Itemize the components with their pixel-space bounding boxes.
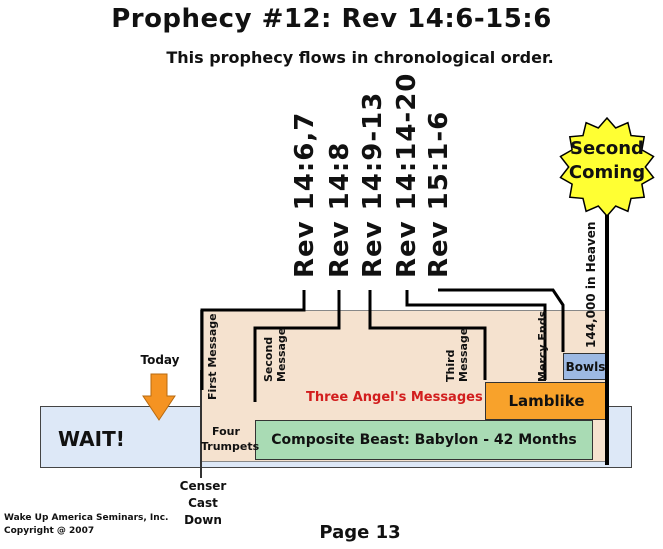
composite-beast-box: Composite Beast: Babylon - 42 Months	[255, 420, 593, 460]
second-coming-line1: Second	[570, 138, 644, 159]
censer-line2: Cast	[188, 496, 218, 510]
censer-line3: Down	[184, 513, 222, 527]
connector-third-message	[368, 290, 487, 380]
second-coming-starburst	[559, 116, 655, 218]
censer-cast-down-label: Censer Cast Down	[176, 478, 230, 529]
page-number: Page 13	[319, 522, 401, 543]
reference-rev-14-8: Rev 14:8	[325, 141, 355, 278]
copyright-footer: Wake Up America Seminars, Inc. Copyright…	[4, 512, 168, 538]
connector-bowls	[438, 288, 565, 352]
connector-first-message	[200, 290, 306, 390]
third-message-line1: Third	[444, 349, 457, 382]
page-subtitle: This prophecy flows in chronological ord…	[166, 48, 554, 67]
today-arrow-icon	[142, 373, 176, 421]
bowls-label: Bowls	[565, 359, 606, 374]
heaven-label: 144,000 in Heaven	[584, 221, 598, 348]
reference-rev-15-1-6: Rev 15:1-6	[424, 110, 454, 278]
page-title: Prophecy #12: Rev 14:6-15:6	[111, 4, 552, 34]
publisher-text: Wake Up America Seminars, Inc.	[4, 513, 169, 523]
lamblike-box: Lamblike	[485, 382, 608, 420]
mercy-ends-label: Mercy Ends	[536, 310, 549, 382]
connector-mercy-ends	[405, 290, 547, 380]
today-label: Today	[140, 353, 180, 367]
wait-label: WAIT!	[58, 427, 125, 451]
three-angels-title: Three Angel's Messages	[306, 390, 483, 405]
second-coming-line2: Coming	[568, 162, 646, 183]
reference-rev-14-14-20: Rev 14:14-20	[392, 72, 422, 278]
lamblike-label: Lamblike	[508, 392, 585, 410]
third-message-label: Third Message	[444, 328, 470, 382]
censer-line1: Censer	[179, 479, 227, 493]
reference-rev-14-6-7: Rev 14:6,7	[290, 111, 320, 278]
second-message-line2: Message	[275, 327, 288, 382]
third-message-line2: Message	[457, 327, 470, 382]
four-trumpets-line2: Trumpets	[201, 440, 260, 453]
second-message-line1: Second	[262, 336, 275, 382]
copyright-text: Copyright @ 2007	[4, 526, 95, 536]
composite-beast-label: Composite Beast: Babylon - 42 Months	[271, 432, 577, 448]
second-message-label: Second Message	[262, 328, 288, 382]
four-trumpets-line1: Four	[212, 425, 240, 438]
reference-rev-14-9-13: Rev 14:9-13	[358, 91, 388, 278]
connector-second-message	[253, 290, 341, 402]
second-coming-label: Second Coming	[567, 137, 647, 185]
first-message-label: First Message	[206, 313, 219, 400]
four-trumpets-label: Four Trumpets	[201, 424, 260, 454]
